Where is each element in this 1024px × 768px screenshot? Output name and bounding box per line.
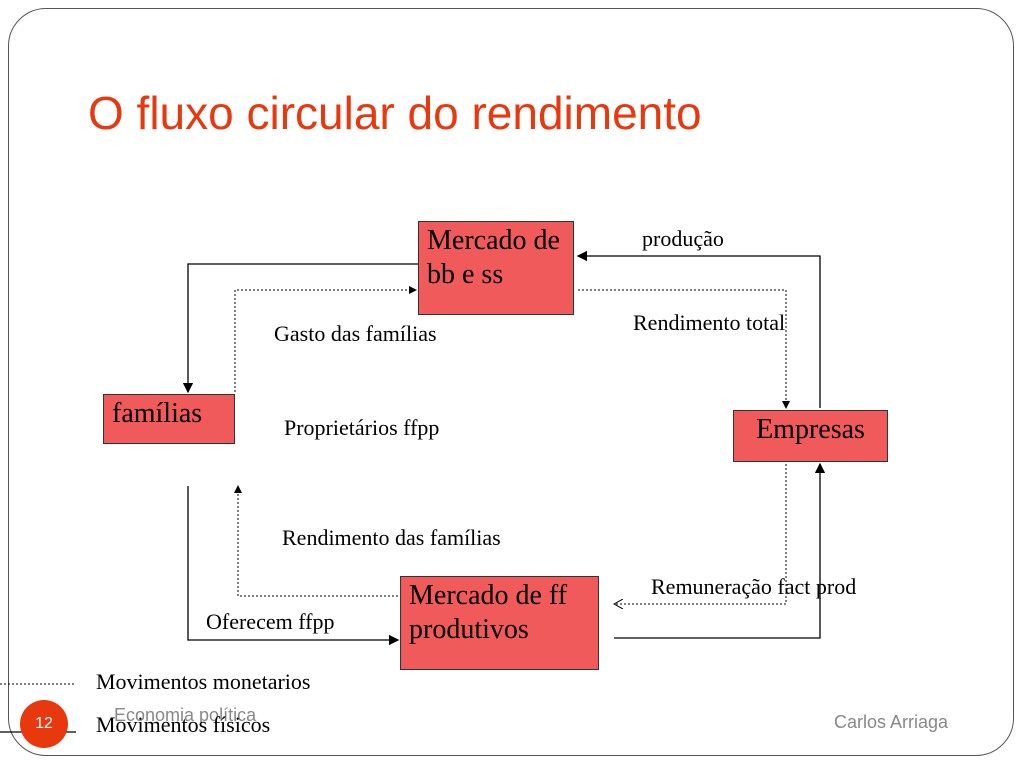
flow-fatores-to-empresas (614, 462, 826, 639)
box-mercado-bens: Mercado de bb e ss (418, 221, 574, 315)
flow-rendimento-total (578, 289, 790, 409)
label-proprietarios: Proprietários ffpp (284, 415, 440, 440)
flow-gasto-familias (234, 286, 417, 392)
legend-monetarios: Movimentos monetarios (96, 669, 311, 694)
slide-frame (8, 8, 1014, 756)
label-remuneracao: Remuneração fact prod (651, 574, 857, 599)
footer-left: Economia política (114, 705, 257, 725)
box-familias: famílias (103, 394, 235, 444)
box-empresas: Empresas (733, 410, 888, 462)
label-producao: produção (642, 226, 724, 251)
slide-title: O fluxo circular do rendimento (88, 87, 702, 139)
flow-oferecem-ffpp (187, 486, 400, 646)
flow-rendimento-familias (234, 485, 398, 597)
label-gasto-familias: Gasto das famílias (274, 321, 437, 346)
label-rendimento-familias: Rendimento das famílias (282, 525, 501, 550)
flow-producao (576, 250, 821, 408)
flow-bens-to-familias (182, 263, 418, 394)
legend-fisicos: Movimentos físicos (96, 712, 271, 737)
label-rendimento-total: Rendimento total (633, 310, 786, 335)
label-oferecem: Oferecem ffpp (206, 609, 335, 634)
page-number-badge: 12 (20, 700, 68, 748)
box-mercado-fatores: Mercado de ff produtivos (400, 576, 599, 670)
footer-right: Carlos Arriaga (834, 712, 949, 732)
flow-remuneracao (614, 464, 787, 604)
